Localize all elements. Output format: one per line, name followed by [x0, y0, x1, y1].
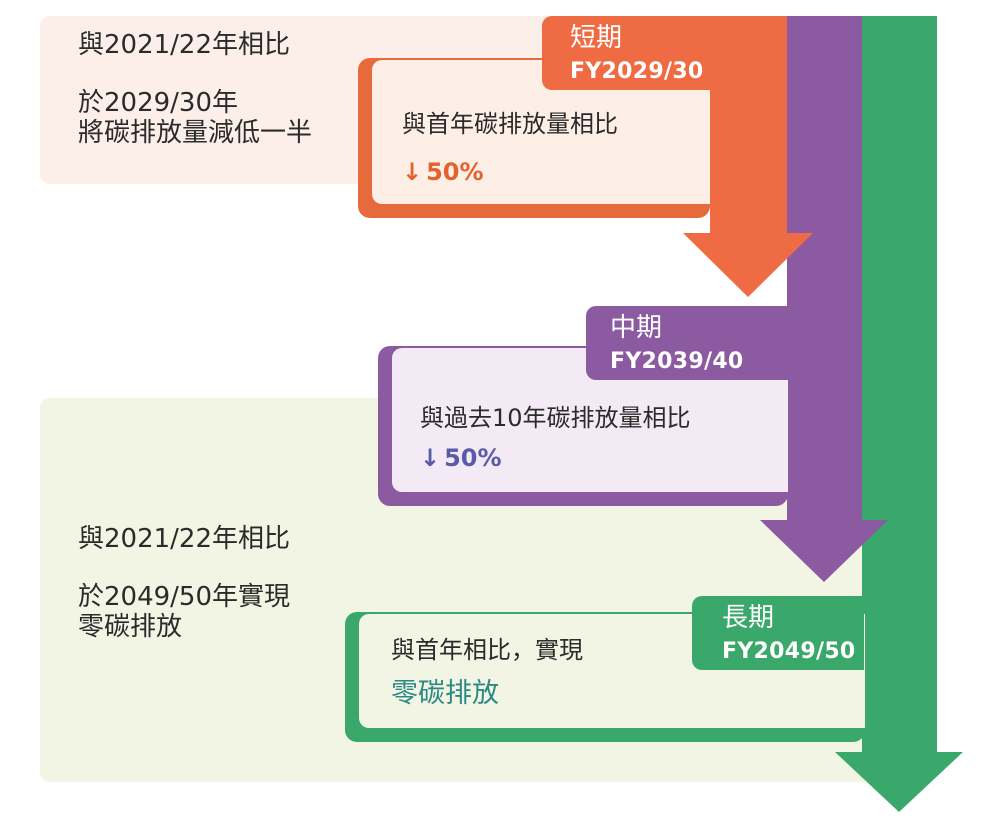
long-term-compare-label: 與首年相比，實現: [391, 636, 583, 664]
down-arrow-icon: ↓: [402, 158, 423, 186]
long-term-year: FY2049/50: [722, 639, 856, 664]
mid-term-reduction-value: 50%: [444, 444, 502, 472]
long-term-goal-value: 零碳排放: [391, 678, 499, 709]
down-arrow-icon: ↓: [420, 444, 441, 472]
mid-term-arrow: [760, 16, 888, 582]
long-term-arrow: [835, 16, 963, 812]
mid-term-card: 與過去10年碳排放量相比 ↓50%: [378, 346, 788, 506]
top-summary-target-year: 於2029/30年: [78, 88, 239, 118]
mid-term-reduction: ↓50%: [420, 444, 502, 472]
short-term-tab: 短期 FY2029/30: [542, 16, 787, 90]
bottom-summary-baseline: 與2021/22年相比: [78, 524, 291, 554]
bottom-summary-goal: 零碳排放: [78, 612, 183, 642]
mid-term-label: 中期: [610, 313, 663, 343]
top-summary-baseline: 與2021/22年相比: [78, 30, 291, 60]
short-term-reduction-value: 50%: [426, 158, 484, 186]
long-term-tab: 長期 FY2049/50: [692, 596, 864, 670]
top-summary-goal: 將碳排放量減低一半: [78, 118, 313, 148]
short-term-year: FY2029/30: [570, 59, 704, 84]
short-term-label: 短期: [570, 23, 623, 53]
short-term-reduction: ↓50%: [402, 158, 484, 186]
short-term-compare-label: 與首年碳排放量相比: [402, 110, 618, 138]
mid-term-year: FY2039/40: [610, 349, 744, 374]
long-term-card: 與首年相比，實現 零碳排放: [345, 612, 865, 742]
mid-term-compare-label: 與過去10年碳排放量相比: [420, 404, 691, 432]
long-term-label: 長期: [722, 603, 775, 633]
bottom-summary-target-year: 於2049/50年實現: [78, 582, 291, 612]
mid-term-tab: 中期 FY2039/40: [586, 306, 788, 380]
